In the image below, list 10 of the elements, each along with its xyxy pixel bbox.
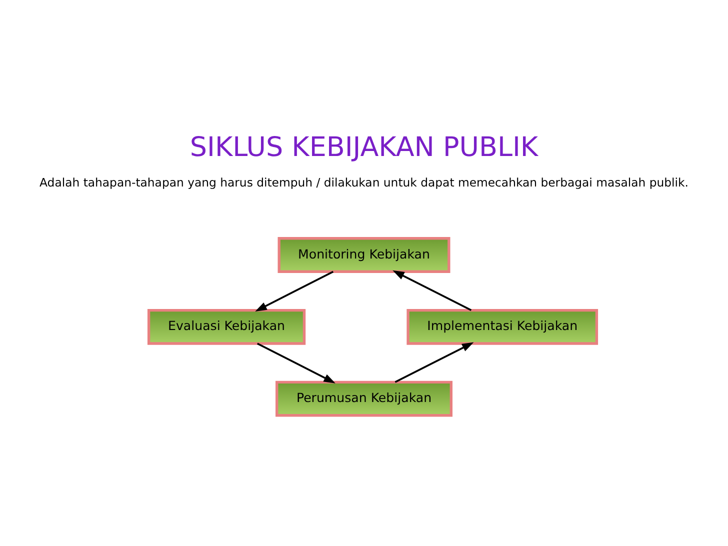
node-box: Perumusan Kebijakan — [276, 380, 452, 417]
arrow — [394, 342, 474, 383]
node-box: Monitoring Kebijakan — [278, 237, 450, 273]
node-box: Implementasi Kebijakan — [406, 308, 598, 345]
arrow — [256, 342, 336, 384]
label: Adalah tahapan-tahapan yang harus ditempuh / dilakukan untuk dapat memecahkan berbagai masalah publik. — [40, 176, 688, 190]
arrow — [255, 270, 334, 312]
arrow — [392, 270, 472, 312]
diagram-title: SIKLUS KEBIJAKAN PUBLIK — [190, 132, 538, 163]
node-box: Evaluasi Kebijakan — [147, 308, 306, 345]
